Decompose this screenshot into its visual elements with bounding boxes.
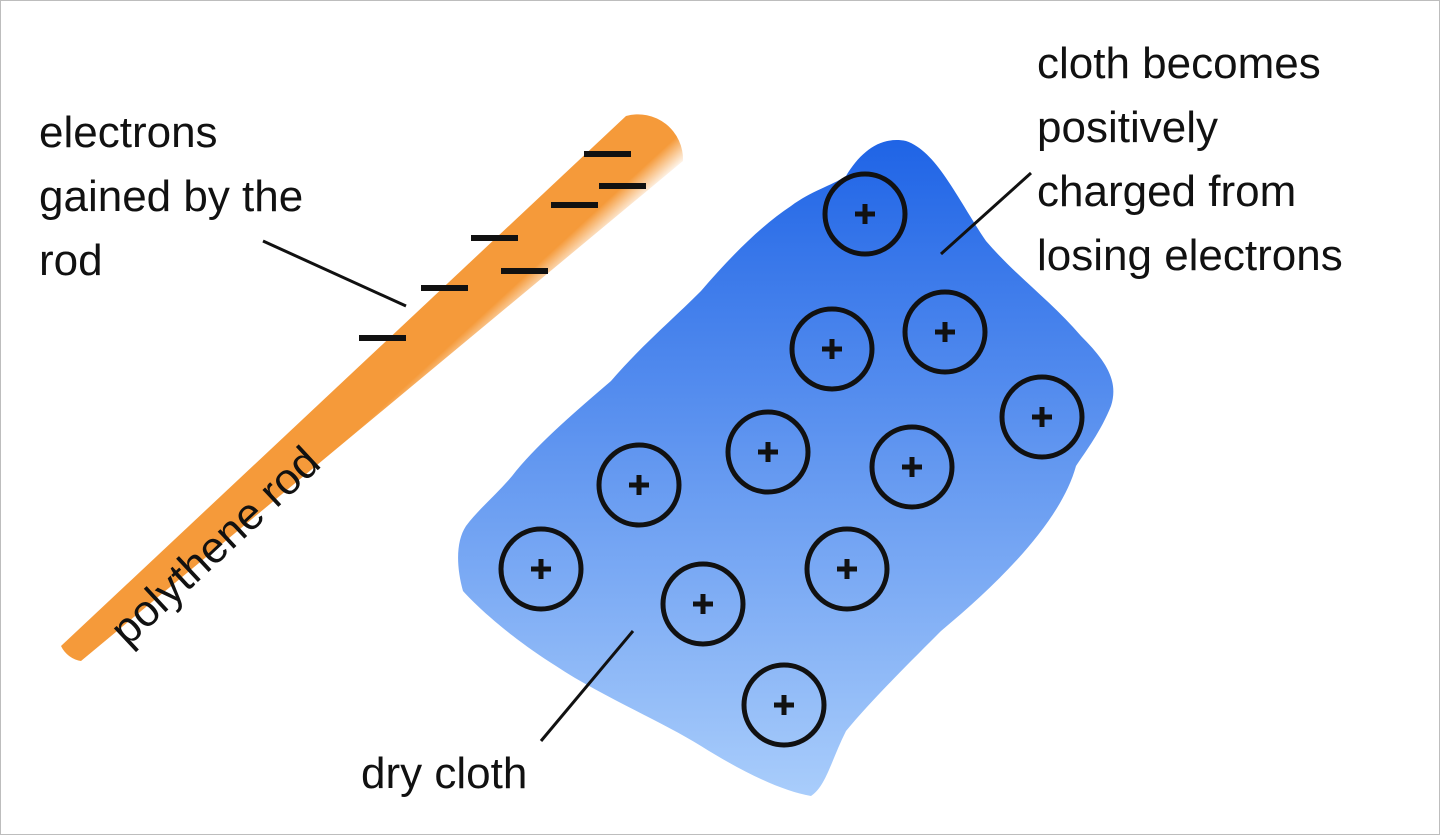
positive-charges	[498, 171, 1085, 748]
circled-plus-icon	[822, 171, 908, 257]
circled-plus-icon	[660, 561, 746, 647]
label-line: charged from	[1037, 167, 1297, 216]
label-dry-cloth: dry cloth	[361, 749, 528, 798]
polythene-rod	[61, 114, 684, 661]
circled-plus-icon	[596, 442, 682, 528]
leader-line-dry-cloth	[539, 630, 635, 742]
label-line: gained by the	[39, 172, 304, 221]
circled-plus-icon	[804, 526, 890, 612]
leader-line-electrons	[262, 239, 407, 308]
circled-plus-icon	[741, 662, 827, 748]
leader-line-cloth-charge	[939, 171, 1033, 256]
label-line: positively	[1037, 103, 1218, 152]
label-line: rod	[39, 236, 103, 285]
label-line: electrons	[39, 108, 218, 157]
label-line: losing electrons	[1037, 231, 1343, 280]
label-cloth-positive: cloth becomes positively charged from lo…	[1037, 32, 1343, 288]
circled-plus-icon	[498, 526, 584, 612]
leader-lines	[262, 171, 1033, 742]
circled-plus-icon	[789, 306, 875, 392]
electrons-on-rod	[359, 151, 646, 341]
circled-plus-icon	[902, 289, 988, 375]
dry-cloth	[458, 140, 1114, 796]
label-electrons-gained: electrons gained by the rod	[39, 101, 303, 293]
circled-plus-icon	[999, 374, 1085, 460]
circled-plus-icon	[725, 409, 811, 495]
label-line: cloth becomes	[1037, 39, 1321, 88]
circled-plus-icon	[869, 424, 955, 510]
